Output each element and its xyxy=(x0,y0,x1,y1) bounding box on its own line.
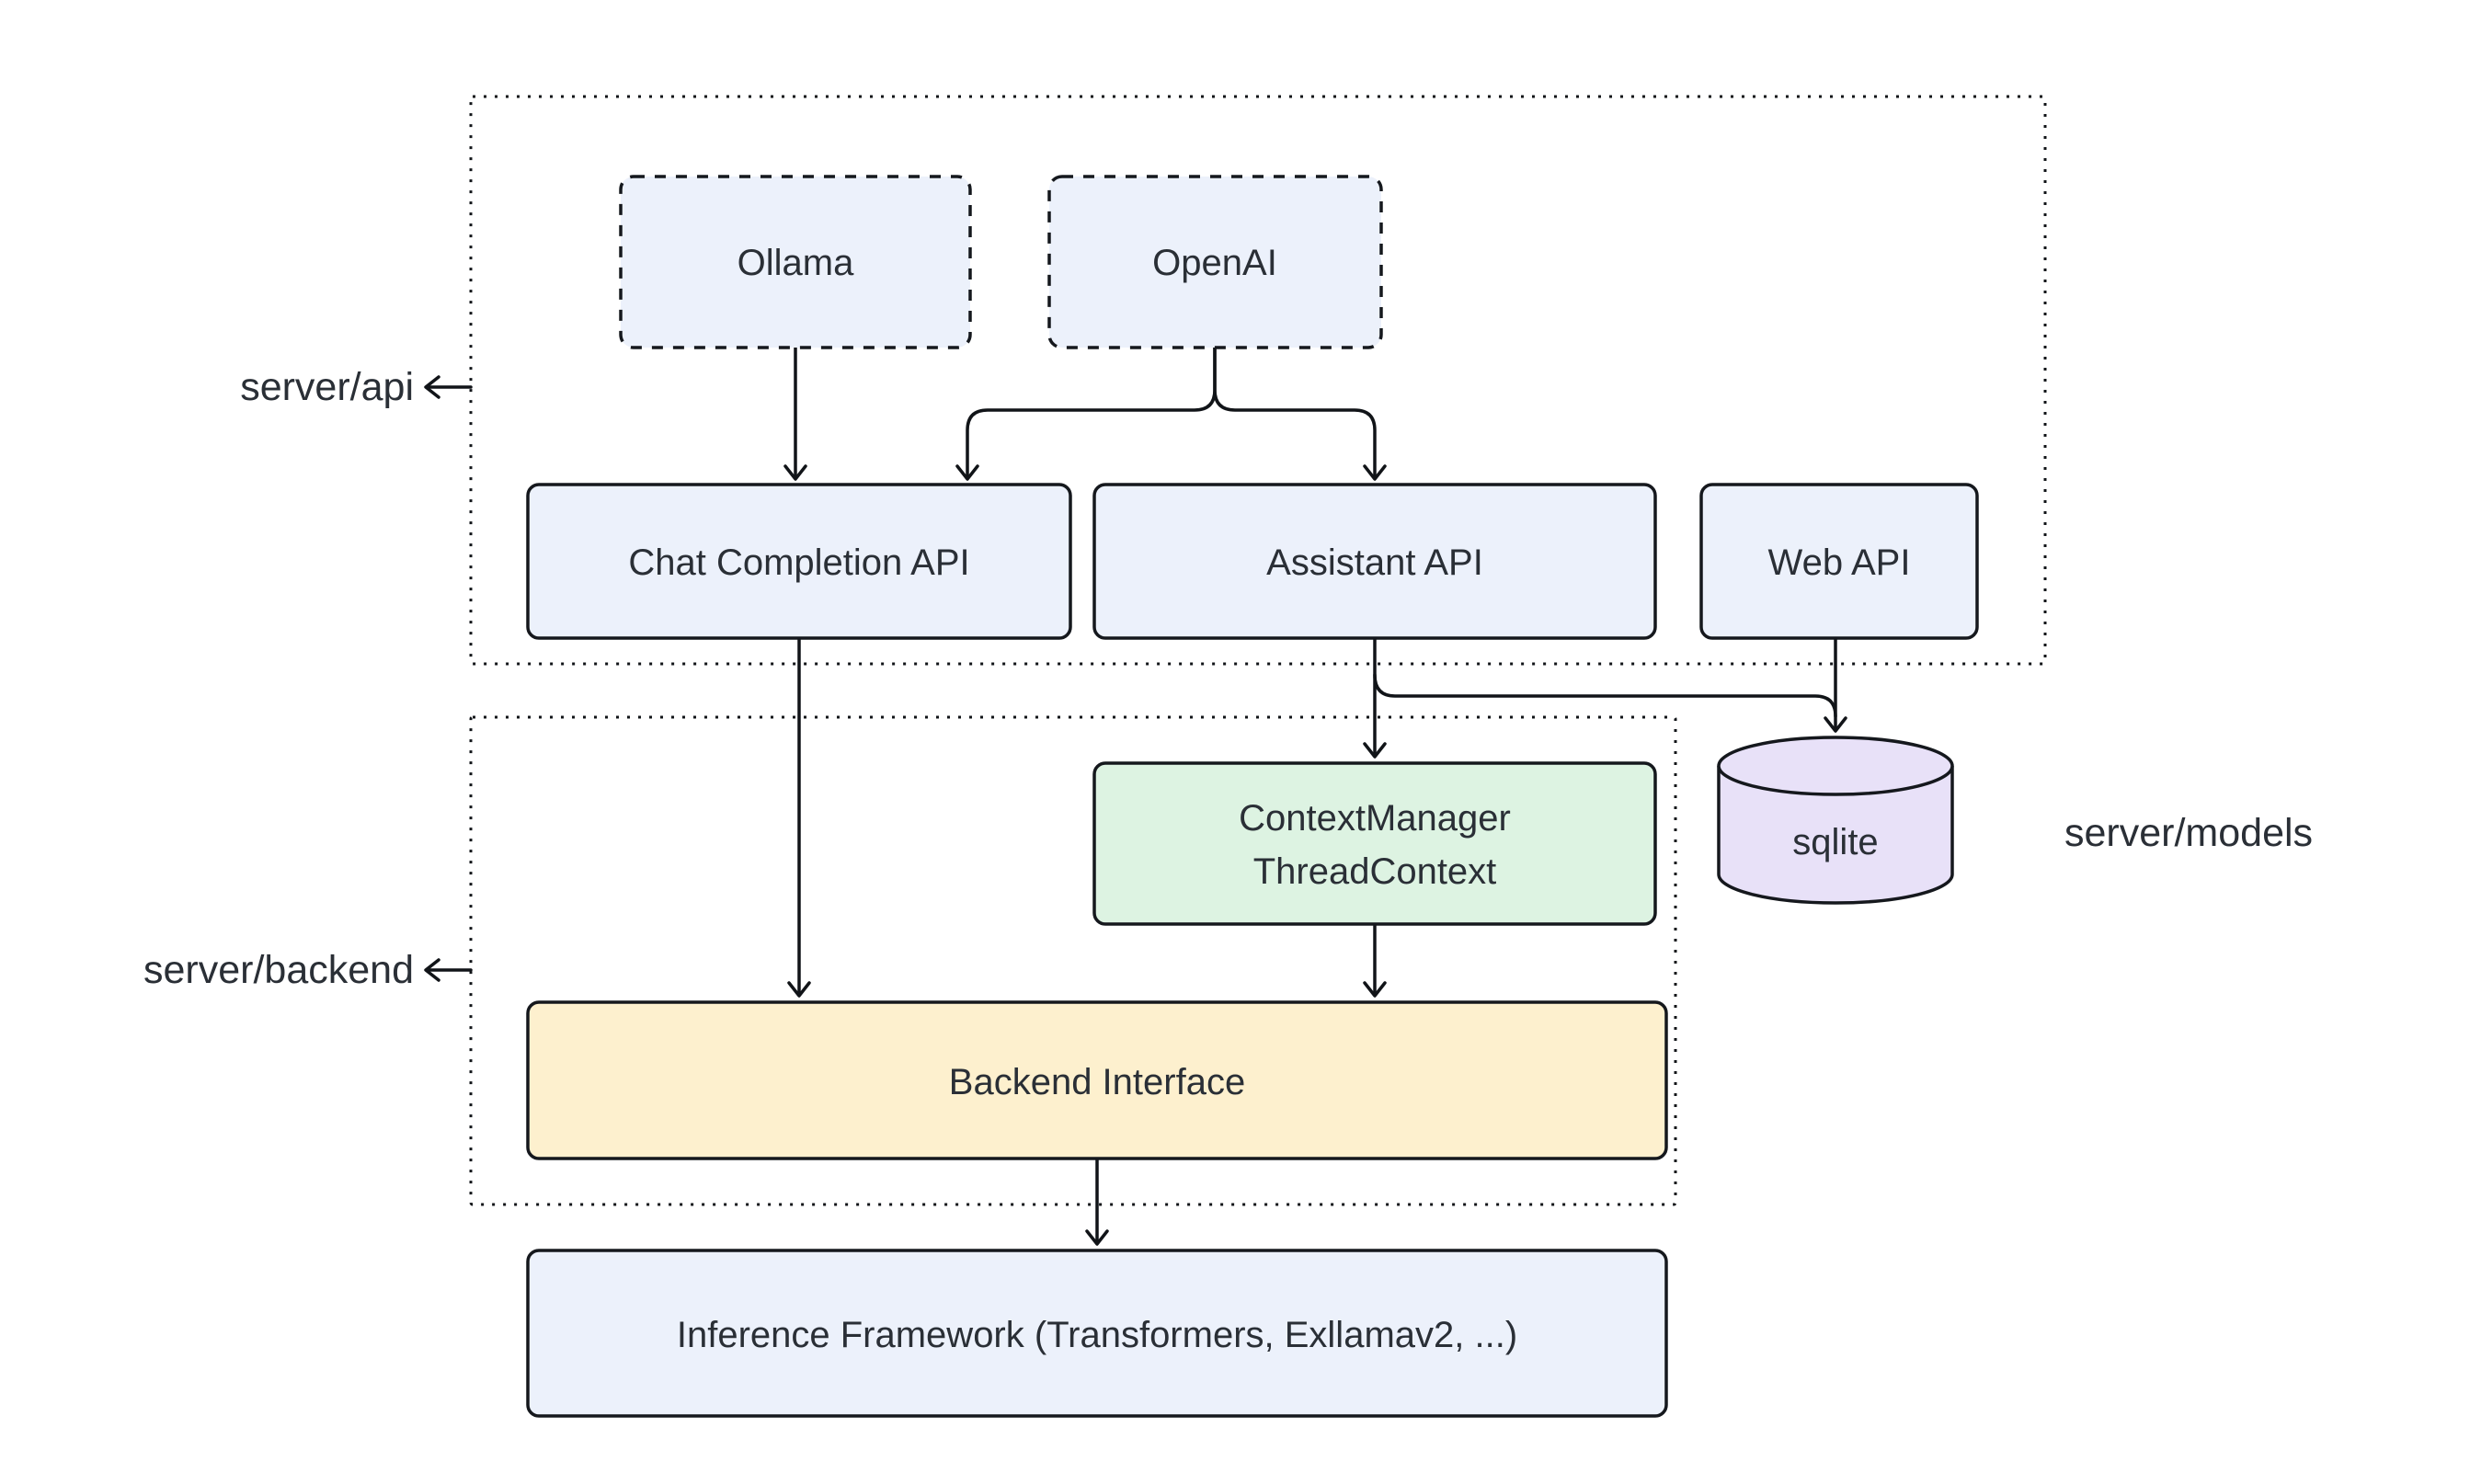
node-sqlite: sqlite xyxy=(1717,736,1954,905)
sqlite-cylinder-body xyxy=(1717,766,1954,905)
backend-interface-label: Backend Interface xyxy=(949,1062,1245,1102)
chat-completion-api-box xyxy=(526,483,1072,640)
openai-label: OpenAI xyxy=(1152,243,1277,283)
node-ollama: Ollama xyxy=(619,175,972,349)
assistant-api-label: Assistant API xyxy=(1266,542,1483,583)
node-web-api: Web API xyxy=(1699,483,1979,640)
sqlite-cylinder-top xyxy=(1717,736,1954,796)
inference-framework-box xyxy=(526,1249,1668,1418)
context-manager-box xyxy=(1092,761,1657,926)
server-backend-label: server/backend xyxy=(143,948,414,992)
web-api-box xyxy=(1699,483,1979,640)
node-assistant-api: Assistant API xyxy=(1092,483,1657,640)
edge-openai-to-assistant xyxy=(1213,346,1387,481)
node-backend-interface: Backend Interface xyxy=(526,1000,1668,1160)
server-api-label: server/api xyxy=(240,365,414,409)
context-manager-label-line2: ThreadContext xyxy=(1253,851,1497,892)
node-context-manager: ContextManager ThreadContext xyxy=(1092,761,1657,926)
node-openai: OpenAI xyxy=(1047,175,1383,349)
sqlite-label: sqlite xyxy=(1792,822,1878,862)
chat-completion-api-label: Chat Completion API xyxy=(628,542,969,583)
server-api-container xyxy=(469,95,2047,666)
backend-interface-box xyxy=(526,1000,1668,1160)
ollama-label: Ollama xyxy=(738,243,854,283)
edge-openai-to-chat-completion xyxy=(955,346,1217,481)
node-inference-framework: Inference Framework (Transformers, Exlla… xyxy=(526,1249,1668,1418)
edge-assistant-to-sqlite-branch xyxy=(1373,673,1837,718)
context-manager-label-line1: ContextManager xyxy=(1239,798,1511,839)
node-chat-completion-api: Chat Completion API xyxy=(526,483,1072,640)
server-backend-container xyxy=(469,715,1677,1206)
inference-framework-label: Inference Framework (Transformers, Exlla… xyxy=(677,1315,1517,1355)
web-api-label: Web API xyxy=(1768,542,1911,583)
server-models-label: server/models xyxy=(2064,811,2313,855)
openai-box xyxy=(1047,175,1383,349)
assistant-api-box xyxy=(1092,483,1657,640)
ollama-box xyxy=(619,175,972,349)
